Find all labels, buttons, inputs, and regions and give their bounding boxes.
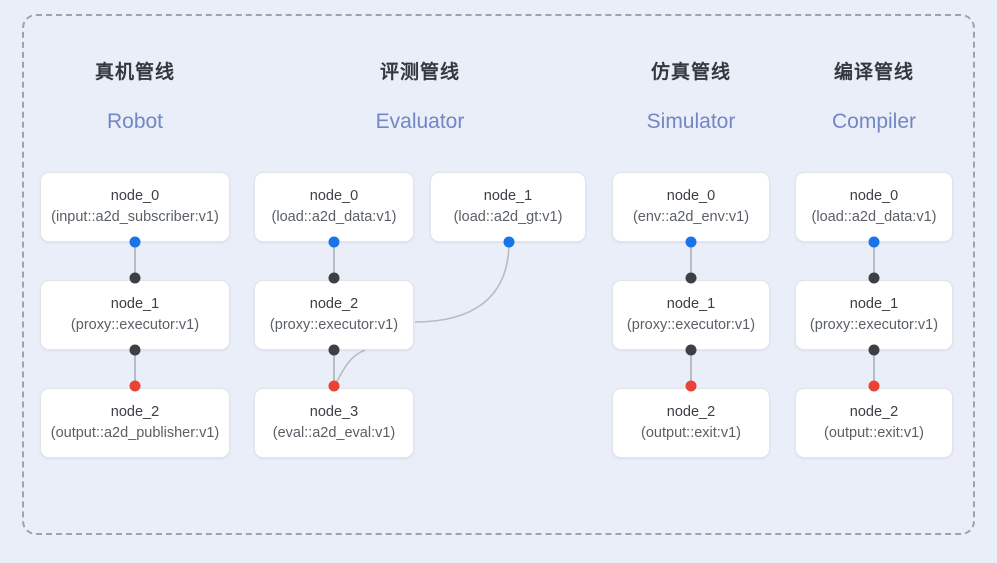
port-output-robot-1[interactable] xyxy=(129,344,141,356)
node-name: node_1 xyxy=(666,296,716,312)
link-evaluator-2-3 xyxy=(333,350,335,386)
port-output-compiler-1[interactable] xyxy=(868,344,880,356)
node-name: node_2 xyxy=(110,404,160,420)
column-title-cn-evaluator: 评测管线 xyxy=(379,62,460,83)
node-name: node_0 xyxy=(110,188,160,204)
node-spec: (eval::a2d_eval:v1) xyxy=(272,425,396,441)
node-spec: (output::a2d_publisher:v1) xyxy=(50,425,220,441)
diagram-frame xyxy=(22,14,975,535)
link-simulator-0-1 xyxy=(690,242,692,278)
node-spec: (load::a2d_gt:v1) xyxy=(453,209,563,225)
column-title-en-evaluator: Evaluator xyxy=(375,110,465,133)
node-evaluator-2[interactable]: node_2 (proxy::executor:v1) xyxy=(254,280,414,350)
link-compiler-0-1 xyxy=(873,242,875,278)
node-name: node_3 xyxy=(309,404,359,420)
node-spec: (proxy::executor:v1) xyxy=(70,317,200,333)
node-name: node_0 xyxy=(849,188,899,204)
column-header-compiler: 编译管线 Compiler xyxy=(774,60,974,135)
node-evaluator-0[interactable]: node_0 (load::a2d_data:v1) xyxy=(254,172,414,242)
port-output-evaluator-0[interactable] xyxy=(328,236,340,248)
port-input-compiler-2[interactable] xyxy=(868,380,880,392)
link-simulator-1-2 xyxy=(690,350,692,386)
port-output-evaluator-2[interactable] xyxy=(328,344,340,356)
node-compiler-1[interactable]: node_1 (proxy::executor:v1) xyxy=(795,280,953,350)
node-spec: (load::a2d_data:v1) xyxy=(811,209,937,225)
link-evaluator-0-2 xyxy=(333,242,335,278)
port-input-simulator-2[interactable] xyxy=(685,380,697,392)
column-title-cn-compiler: 编译管线 xyxy=(833,62,914,83)
node-spec: (proxy::executor:v1) xyxy=(269,317,399,333)
link-robot-1-2 xyxy=(134,350,136,386)
port-input-robot-1[interactable] xyxy=(129,272,141,284)
port-output-robot-0[interactable] xyxy=(129,236,141,248)
port-output-simulator-1[interactable] xyxy=(685,344,697,356)
port-output-compiler-0[interactable] xyxy=(868,236,880,248)
node-spec: (output::exit:v1) xyxy=(641,425,741,441)
node-evaluator-3[interactable]: node_3 (eval::a2d_eval:v1) xyxy=(254,388,414,458)
node-name: node_2 xyxy=(666,404,716,420)
node-spec: (proxy::executor:v1) xyxy=(626,317,756,333)
column-header-simulator: 仿真管线 Simulator xyxy=(591,60,791,135)
column-title-en-compiler: Compiler xyxy=(831,110,917,133)
node-compiler-0[interactable]: node_0 (load::a2d_data:v1) xyxy=(795,172,953,242)
node-name: node_0 xyxy=(666,188,716,204)
node-simulator-0[interactable]: node_0 (env::a2d_env:v1) xyxy=(612,172,770,242)
node-spec: (proxy::executor:v1) xyxy=(809,317,939,333)
node-name: node_1 xyxy=(849,296,899,312)
node-spec: (load::a2d_data:v1) xyxy=(271,209,397,225)
node-robot-1[interactable]: node_1 (proxy::executor:v1) xyxy=(40,280,230,350)
column-title-cn-robot: 真机管线 xyxy=(94,62,175,83)
node-evaluator-1[interactable]: node_1 (load::a2d_gt:v1) xyxy=(430,172,586,242)
port-input-compiler-1[interactable] xyxy=(868,272,880,284)
column-title-en-robot: Robot xyxy=(106,110,164,133)
port-input-evaluator-3[interactable] xyxy=(328,380,340,392)
node-simulator-1[interactable]: node_1 (proxy::executor:v1) xyxy=(612,280,770,350)
column-title-cn-simulator: 仿真管线 xyxy=(650,62,731,83)
node-robot-0[interactable]: node_0 (input::a2d_subscriber:v1) xyxy=(40,172,230,242)
port-output-evaluator-1[interactable] xyxy=(503,236,515,248)
column-title-en-simulator: Simulator xyxy=(646,110,736,133)
node-spec: (env::a2d_env:v1) xyxy=(632,209,750,225)
node-name: node_2 xyxy=(309,296,359,312)
node-robot-2[interactable]: node_2 (output::a2d_publisher:v1) xyxy=(40,388,230,458)
node-simulator-2[interactable]: node_2 (output::exit:v1) xyxy=(612,388,770,458)
node-compiler-2[interactable]: node_2 (output::exit:v1) xyxy=(795,388,953,458)
link-compiler-1-2 xyxy=(873,350,875,386)
node-name: node_0 xyxy=(309,188,359,204)
link-robot-0-1 xyxy=(134,242,136,278)
port-input-robot-2[interactable] xyxy=(129,380,141,392)
node-name: node_1 xyxy=(483,188,533,204)
node-name: node_1 xyxy=(110,296,160,312)
node-spec: (output::exit:v1) xyxy=(824,425,924,441)
node-spec: (input::a2d_subscriber:v1) xyxy=(51,209,219,225)
port-input-simulator-1[interactable] xyxy=(685,272,697,284)
node-name: node_2 xyxy=(849,404,899,420)
column-header-evaluator: 评测管线 Evaluator xyxy=(320,60,520,135)
port-output-simulator-0[interactable] xyxy=(685,236,697,248)
port-input-evaluator-2[interactable] xyxy=(328,272,340,284)
column-header-robot: 真机管线 Robot xyxy=(35,60,235,135)
